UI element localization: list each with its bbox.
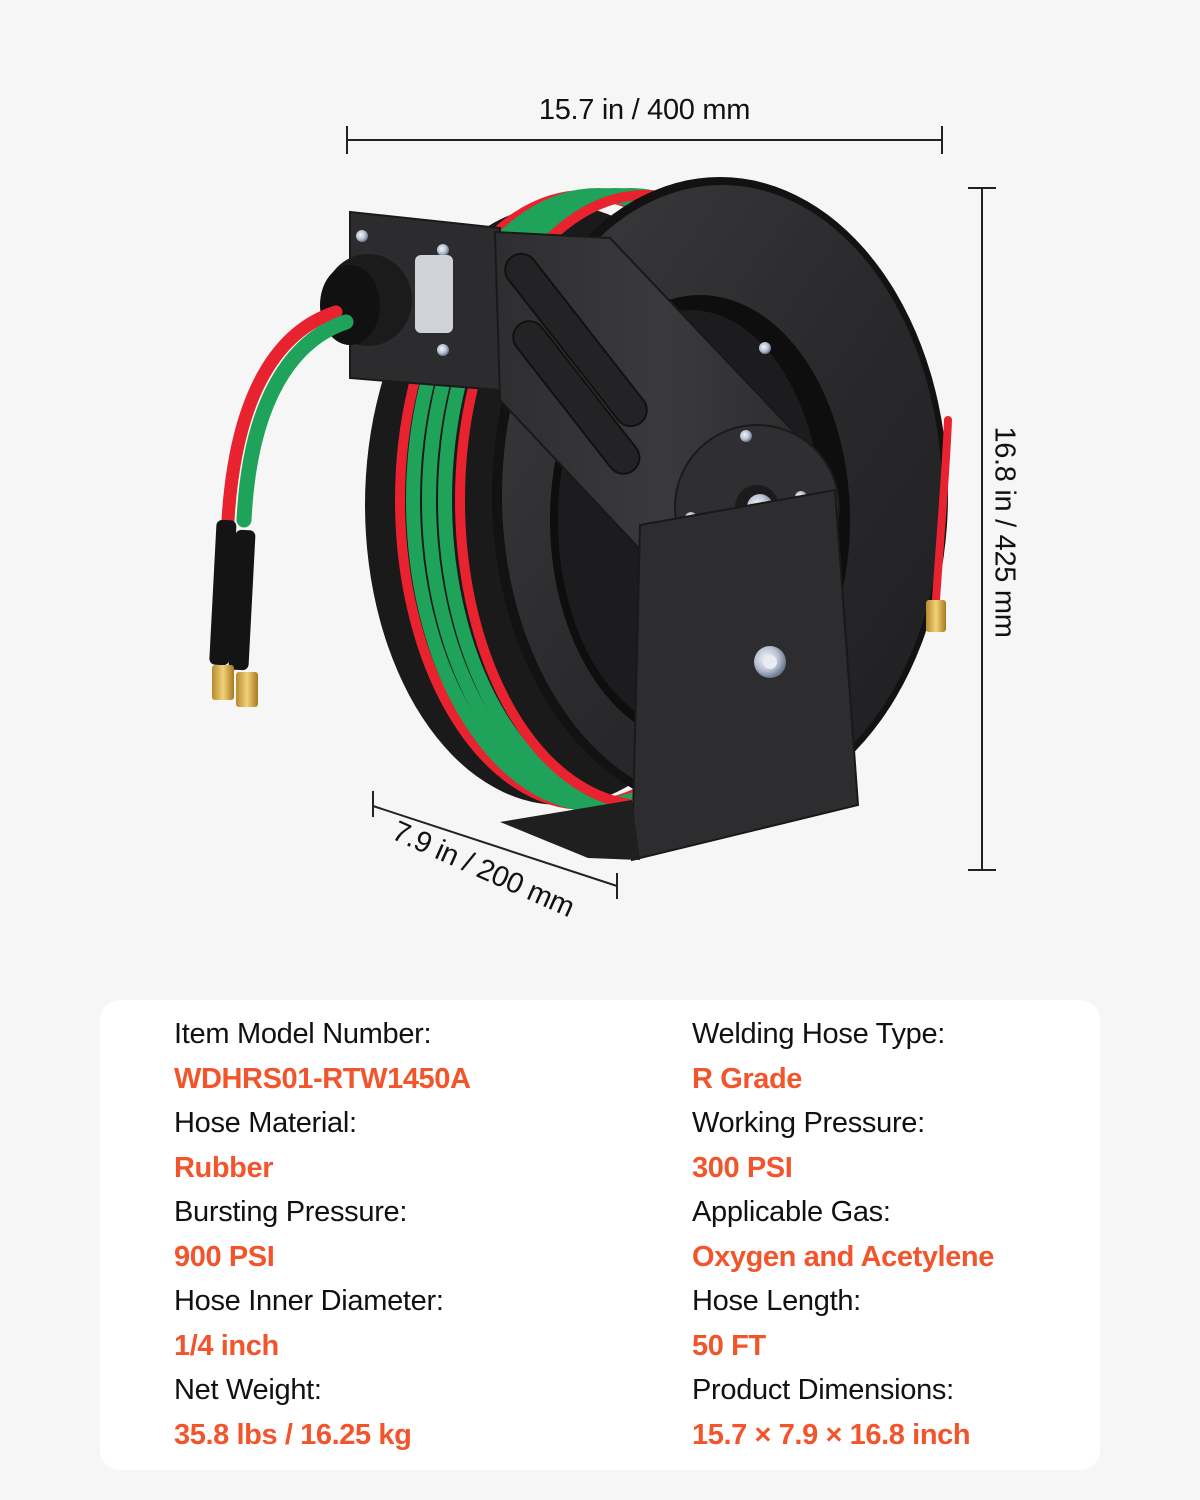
spec-label: Applicable Gas: <box>692 1196 891 1228</box>
hanging-hoses <box>209 305 952 707</box>
spec-value: Oxygen and Acetylene <box>692 1241 994 1273</box>
product-illustration-area: 15.7 in / 400 mm 16.8 in / 425 mm 7.9 in… <box>209 94 1021 924</box>
spec-value: 15.7 × 7.9 × 16.8 inch <box>692 1419 971 1451</box>
spec-inner-diameter: Hose Inner Diameter: 1/4 inch <box>174 1279 471 1368</box>
spec-value: Rubber <box>174 1152 274 1184</box>
spec-hose-type: Welding Hose Type: R Grade <box>692 1012 994 1101</box>
spec-bursting-pressure: Bursting Pressure: 900 PSI <box>174 1190 471 1279</box>
spec-label: Hose Material: <box>174 1107 357 1139</box>
specifications-card: Item Model Number: WDHRS01-RTW1450A Hose… <box>100 1000 1100 1470</box>
height-dimension-label: 16.8 in / 425 mm <box>988 426 1021 638</box>
depth-dimension-line <box>372 791 618 899</box>
spec-label: Product Dimensions: <box>692 1374 954 1406</box>
spec-working-pressure: Working Pressure: 300 PSI <box>692 1101 994 1190</box>
spec-value: R Grade <box>692 1063 803 1095</box>
spec-value: 1/4 inch <box>174 1330 279 1362</box>
base-stand <box>500 488 860 862</box>
spec-label: Net Weight: <box>174 1374 322 1406</box>
spec-value: 300 PSI <box>692 1152 793 1184</box>
spec-hose-material: Hose Material: Rubber <box>174 1101 471 1190</box>
spec-value: WDHRS01-RTW1450A <box>174 1063 471 1095</box>
spec-model-number: Item Model Number: WDHRS01-RTW1450A <box>174 1012 471 1101</box>
spec-applicable-gas: Applicable Gas: Oxygen and Acetylene <box>692 1190 994 1279</box>
hose-reel-image <box>209 126 996 899</box>
spec-label: Hose Inner Diameter: <box>174 1285 444 1317</box>
spec-label: Item Model Number: <box>174 1018 432 1050</box>
height-dimension-line <box>968 187 996 871</box>
spec-value: 50 FT <box>692 1330 766 1362</box>
width-dimension-label: 15.7 in / 400 mm <box>538 94 751 126</box>
spec-label: Bursting Pressure: <box>174 1196 408 1228</box>
spec-product-dimensions: Product Dimensions: 15.7 × 7.9 × 16.8 in… <box>692 1368 994 1457</box>
spec-label: Welding Hose Type: <box>692 1018 946 1050</box>
spec-label: Hose Length: <box>692 1285 861 1317</box>
spec-value: 900 PSI <box>174 1241 275 1273</box>
width-dimension-line <box>346 126 943 154</box>
specs-right-column: Welding Hose Type: R Grade Working Press… <box>692 1012 994 1457</box>
spec-value: 35.8 lbs / 16.25 kg <box>174 1419 412 1451</box>
specs-left-column: Item Model Number: WDHRS01-RTW1450A Hose… <box>174 1012 471 1457</box>
spec-net-weight: Net Weight: 35.8 lbs / 16.25 kg <box>174 1368 471 1457</box>
spec-label: Working Pressure: <box>692 1107 925 1139</box>
spec-hose-length: Hose Length: 50 FT <box>692 1279 994 1368</box>
